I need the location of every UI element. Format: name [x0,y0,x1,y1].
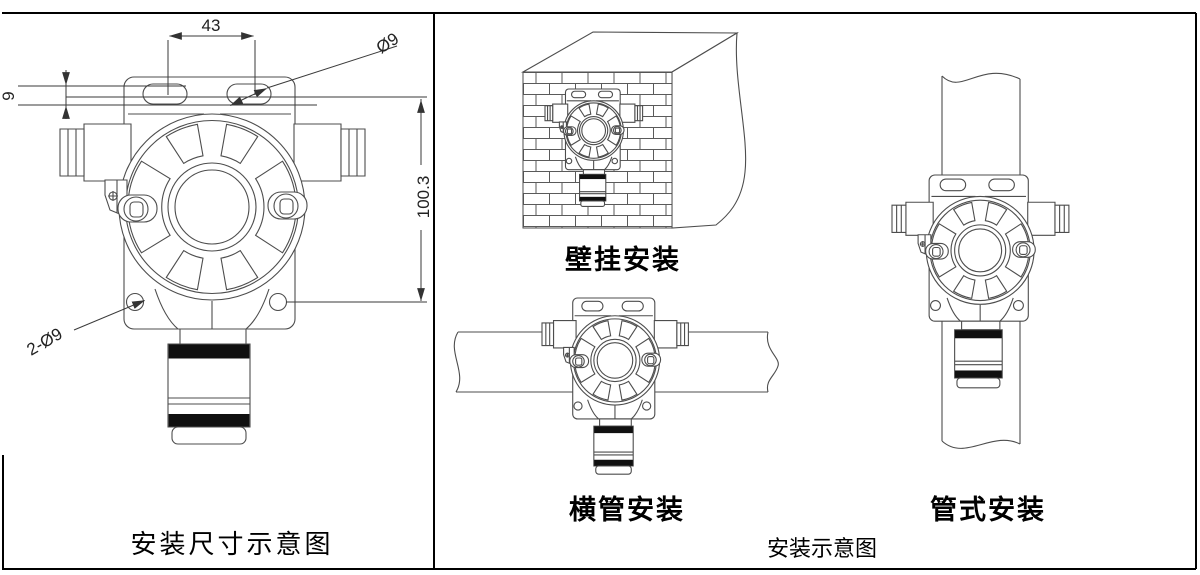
dimension-drawing-panel: 43 Ø9 9 100.3 2-Ø9 安装尺寸示意图 [0,16,433,559]
frame-borders [2,12,1197,570]
pipe-break-left [453,331,461,393]
dim-slot-spacing: 43 [202,16,221,35]
dim-vertical-height: 100.3 [414,176,433,219]
detector-front-view [59,76,366,445]
installation-panel: 壁挂安装 横管安装 管式安装 安装示意图 [453,31,1070,561]
wall-mount-figure: 壁挂安装 [520,31,747,275]
wall-mount-label: 壁挂安装 [565,245,681,275]
vertical-pipe-figure: 管式安装 [891,72,1070,525]
left-panel-caption: 安装尺寸示意图 [130,529,333,559]
dim-mounting-holes: 2-Ø9 [24,324,66,359]
wall-side-face [671,31,747,229]
detector-on-vertical-pipe [891,174,1070,389]
dim-slot-height: 9 [0,91,18,100]
pipe-break-bottom [941,439,1021,449]
horizontal-pipe-figure: 横管安装 [453,297,779,525]
pipe-break-top [941,72,1021,83]
dim-slot-diameter: Ø9 [373,29,402,57]
hpipe-mount-label: 横管安装 [569,495,685,525]
vpipe-mount-label: 管式安装 [930,495,1046,525]
right-panel-caption: 安装示意图 [767,536,877,561]
detector-on-horizontal-pipe [541,297,689,475]
pipe-break-right [766,331,779,393]
